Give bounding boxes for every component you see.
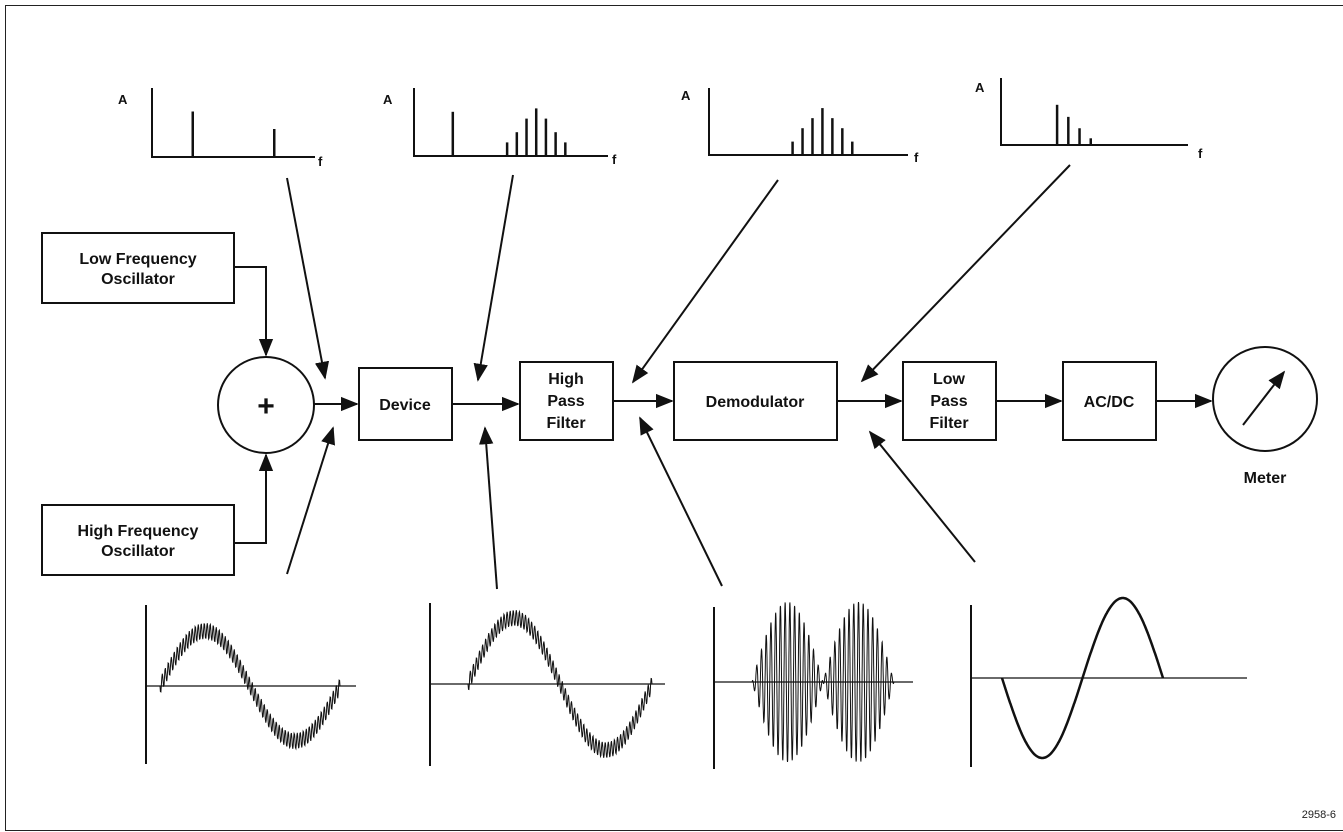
- hfo-label-line-1: High Frequency: [78, 523, 199, 540]
- ac-dc-block: AC/DC: [1062, 361, 1157, 441]
- lpf-label-line-2: Pass: [930, 393, 967, 410]
- waveform-plot-2: [429, 603, 665, 766]
- waveform-plot-3: [713, 601, 913, 769]
- spectrum-3-pointer: [631, 179, 779, 384]
- lfo-to-summer-arrow: [234, 266, 274, 357]
- lfo-label-line-2: Oscillator: [101, 271, 175, 288]
- device-label: Device: [379, 397, 431, 414]
- frequency-axis-label: f: [914, 150, 919, 165]
- spectrum-axes: [151, 88, 315, 158]
- waveform-trace: [159, 622, 341, 751]
- summing-junction: +: [217, 356, 315, 454]
- amplitude-axis-label: A: [975, 80, 985, 95]
- amplitude-axis-label: A: [383, 92, 393, 107]
- low-pass-filter-block: Low Pass Filter: [902, 361, 997, 441]
- waveform-1-pointer: [286, 426, 335, 575]
- spectrum-4-pointer: [860, 164, 1071, 383]
- lpf-label-line-3: Filter: [929, 415, 968, 432]
- frequency-axis-label: f: [612, 152, 617, 167]
- spectrum-plot-1: A f: [118, 88, 323, 169]
- hfo-to-summer-arrow: [234, 453, 274, 544]
- waveform-trace: [467, 609, 653, 759]
- hpf-label-line-3: Filter: [546, 415, 585, 432]
- waveform-trace: [1000, 596, 1165, 760]
- high-pass-filter-block: High Pass Filter: [519, 361, 614, 441]
- spectrum-2-pointer: [473, 174, 514, 382]
- figure-id: 2958-6: [1302, 809, 1336, 821]
- spectrum-axes: [708, 88, 908, 156]
- meter-label: Meter: [1244, 470, 1287, 487]
- meter-needle-icon: [1242, 370, 1286, 426]
- amplitude-axis-label: A: [118, 92, 128, 107]
- low-frequency-oscillator-block: Low Frequency Oscillator: [41, 232, 235, 304]
- plus-symbol: +: [257, 390, 275, 423]
- pointer-arrows: [286, 164, 1071, 590]
- spectrum-1-pointer: [286, 177, 330, 380]
- waveform-3-pointer: [639, 416, 723, 587]
- waveform-plot-1: [145, 605, 356, 764]
- waveform-trace: [751, 601, 895, 763]
- waveform-plot-4: [970, 596, 1247, 767]
- lfo-label-line-1: Low Frequency: [79, 251, 196, 268]
- spectrum-plot-4: A f: [975, 78, 1203, 161]
- waveform-2-pointer: [479, 426, 498, 590]
- hfo-label-line-2: Oscillator: [101, 543, 175, 560]
- waveform-4-pointer: [868, 430, 976, 563]
- meter: Meter: [1212, 346, 1318, 487]
- spectrum-axes: [413, 88, 608, 157]
- hpf-label-line-2: Pass: [547, 393, 584, 410]
- spectrum-axes: [1000, 78, 1188, 146]
- demodulator-block: Demodulator: [673, 361, 838, 441]
- frequency-axis-label: f: [318, 154, 323, 169]
- amplitude-axis-label: A: [681, 88, 691, 103]
- ac-dc-label: AC/DC: [1084, 394, 1135, 411]
- device-block: Device: [358, 367, 453, 441]
- signal-path: [234, 266, 1213, 544]
- lpf-label-line-1: Low: [933, 371, 966, 388]
- frequency-axis-label: f: [1198, 146, 1203, 161]
- high-frequency-oscillator-block: High Frequency Oscillator: [41, 504, 235, 576]
- spectrum-plot-2: A f: [383, 88, 617, 167]
- hpf-label-line-1: High: [548, 371, 584, 388]
- demodulator-label: Demodulator: [706, 394, 805, 411]
- spectrum-plot-3: A f: [681, 88, 919, 165]
